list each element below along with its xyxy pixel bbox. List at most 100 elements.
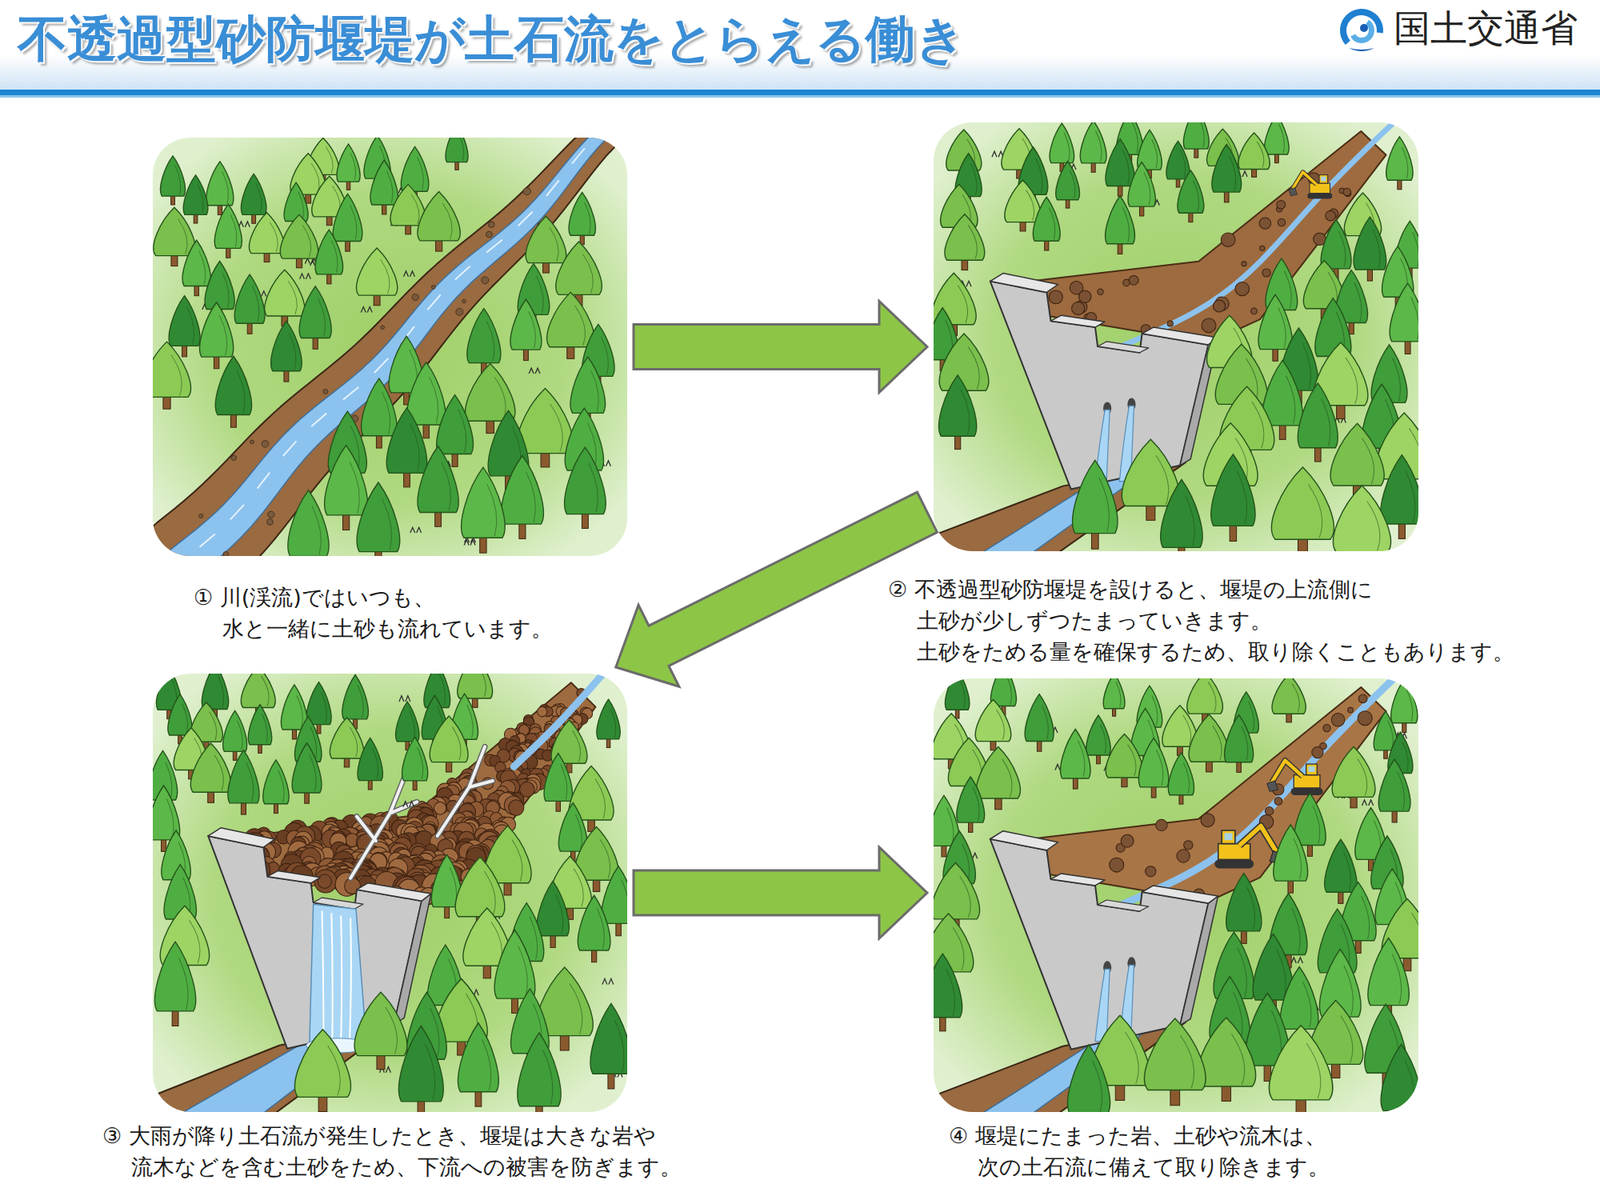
tree-crown (1294, 793, 1326, 846)
tree-crown (455, 856, 504, 916)
tree-crown (240, 173, 266, 215)
tree-crown (1086, 715, 1111, 756)
excavator-arm-outline (1272, 760, 1303, 783)
tree-shade (1005, 678, 1012, 705)
tree-shade (621, 880, 628, 923)
panel-content (152, 137, 628, 556)
tree-crown (200, 302, 234, 357)
excavator-body (1293, 775, 1320, 788)
tree-crown (190, 743, 231, 792)
tree-shade (458, 408, 467, 452)
tree (933, 862, 980, 931)
tree-shade (1026, 190, 1035, 221)
tree-crown (284, 182, 308, 221)
tree-shade (481, 1039, 491, 1090)
tree-shade (386, 171, 393, 204)
tree-shade (1292, 908, 1300, 953)
tree (556, 241, 602, 307)
tree-crown (357, 737, 383, 780)
pebble (323, 389, 328, 395)
tree-crown (1166, 140, 1190, 180)
tree-shade (175, 165, 181, 195)
rock (1048, 290, 1063, 304)
tree-shade (614, 1020, 624, 1072)
rock (1277, 218, 1285, 226)
excavator (1214, 825, 1284, 868)
tree-shade (1401, 147, 1408, 179)
tree (1056, 160, 1080, 208)
tree (248, 704, 272, 754)
tree (240, 173, 266, 224)
tree (336, 144, 360, 190)
tree-shade (1278, 308, 1286, 348)
pebble (488, 221, 495, 228)
pebble (380, 325, 385, 330)
excavator-arm (1292, 172, 1317, 189)
tree-shade (309, 755, 316, 792)
tree-shade (179, 958, 188, 1010)
tree (568, 192, 596, 244)
tree-shade (1180, 150, 1186, 178)
tree-shade (960, 389, 969, 435)
tree-crown (457, 673, 493, 699)
rock (1323, 724, 1331, 732)
tree-crown (1380, 1044, 1419, 1111)
tree-crown (315, 229, 343, 275)
tree-crown (292, 743, 322, 793)
water-streak (546, 180, 560, 196)
tree-shade (529, 916, 538, 960)
tree-crown (1122, 439, 1180, 506)
rock (1348, 707, 1354, 713)
tree-shade (1411, 297, 1419, 340)
tree-crown (306, 682, 332, 725)
pebble (481, 276, 489, 284)
tree-shade (971, 164, 977, 196)
tree-shade (1405, 471, 1416, 523)
tree-shade (1248, 701, 1255, 732)
tree (1068, 1044, 1111, 1112)
tree (1378, 759, 1410, 823)
tree-crown (944, 678, 969, 710)
tree-crown (249, 212, 285, 254)
tree-shade (1292, 684, 1300, 713)
step-panel: ① 川(渓流)ではいつも、 水と一緒に土砂も流れています。 (152, 137, 628, 556)
tree-crown (182, 240, 211, 286)
tree-crown (1333, 485, 1392, 552)
rock (1312, 746, 1324, 758)
dam-crest-top (1050, 873, 1105, 886)
grass-tuft (1362, 800, 1374, 806)
tree-shade (178, 219, 188, 255)
tree (263, 760, 289, 814)
tree-crown (445, 137, 468, 163)
tree-crown (1269, 1025, 1333, 1100)
grass-tuft (602, 978, 614, 984)
tree (292, 743, 322, 804)
waterfall (309, 904, 367, 1049)
dam-wing-top (990, 831, 1059, 851)
excavator-window (1320, 176, 1326, 182)
grass-tuft (300, 273, 312, 280)
tree-shade (952, 927, 964, 971)
tree (1105, 196, 1136, 255)
pebble (462, 299, 467, 304)
tree-crown (1262, 360, 1303, 426)
panel-illustration (131, 108, 632, 613)
tree-crown (1168, 752, 1194, 796)
tree-crown (956, 776, 985, 823)
tree-shade (610, 708, 616, 738)
tree-shade (197, 184, 204, 214)
tree-crown (429, 716, 468, 763)
tree-crown (234, 274, 265, 324)
dam-face (990, 839, 1209, 1050)
logo-dot (1360, 24, 1368, 32)
tree-crown (329, 717, 364, 759)
tree (155, 941, 196, 1026)
tree-shade (1156, 749, 1163, 786)
tree (939, 375, 977, 450)
tree-crown (271, 320, 302, 371)
tree-shade (219, 315, 227, 356)
tree-crown (556, 241, 602, 295)
tree-crown (1391, 679, 1418, 724)
tree-shade (1302, 981, 1312, 1028)
tree-crown (1183, 122, 1209, 149)
